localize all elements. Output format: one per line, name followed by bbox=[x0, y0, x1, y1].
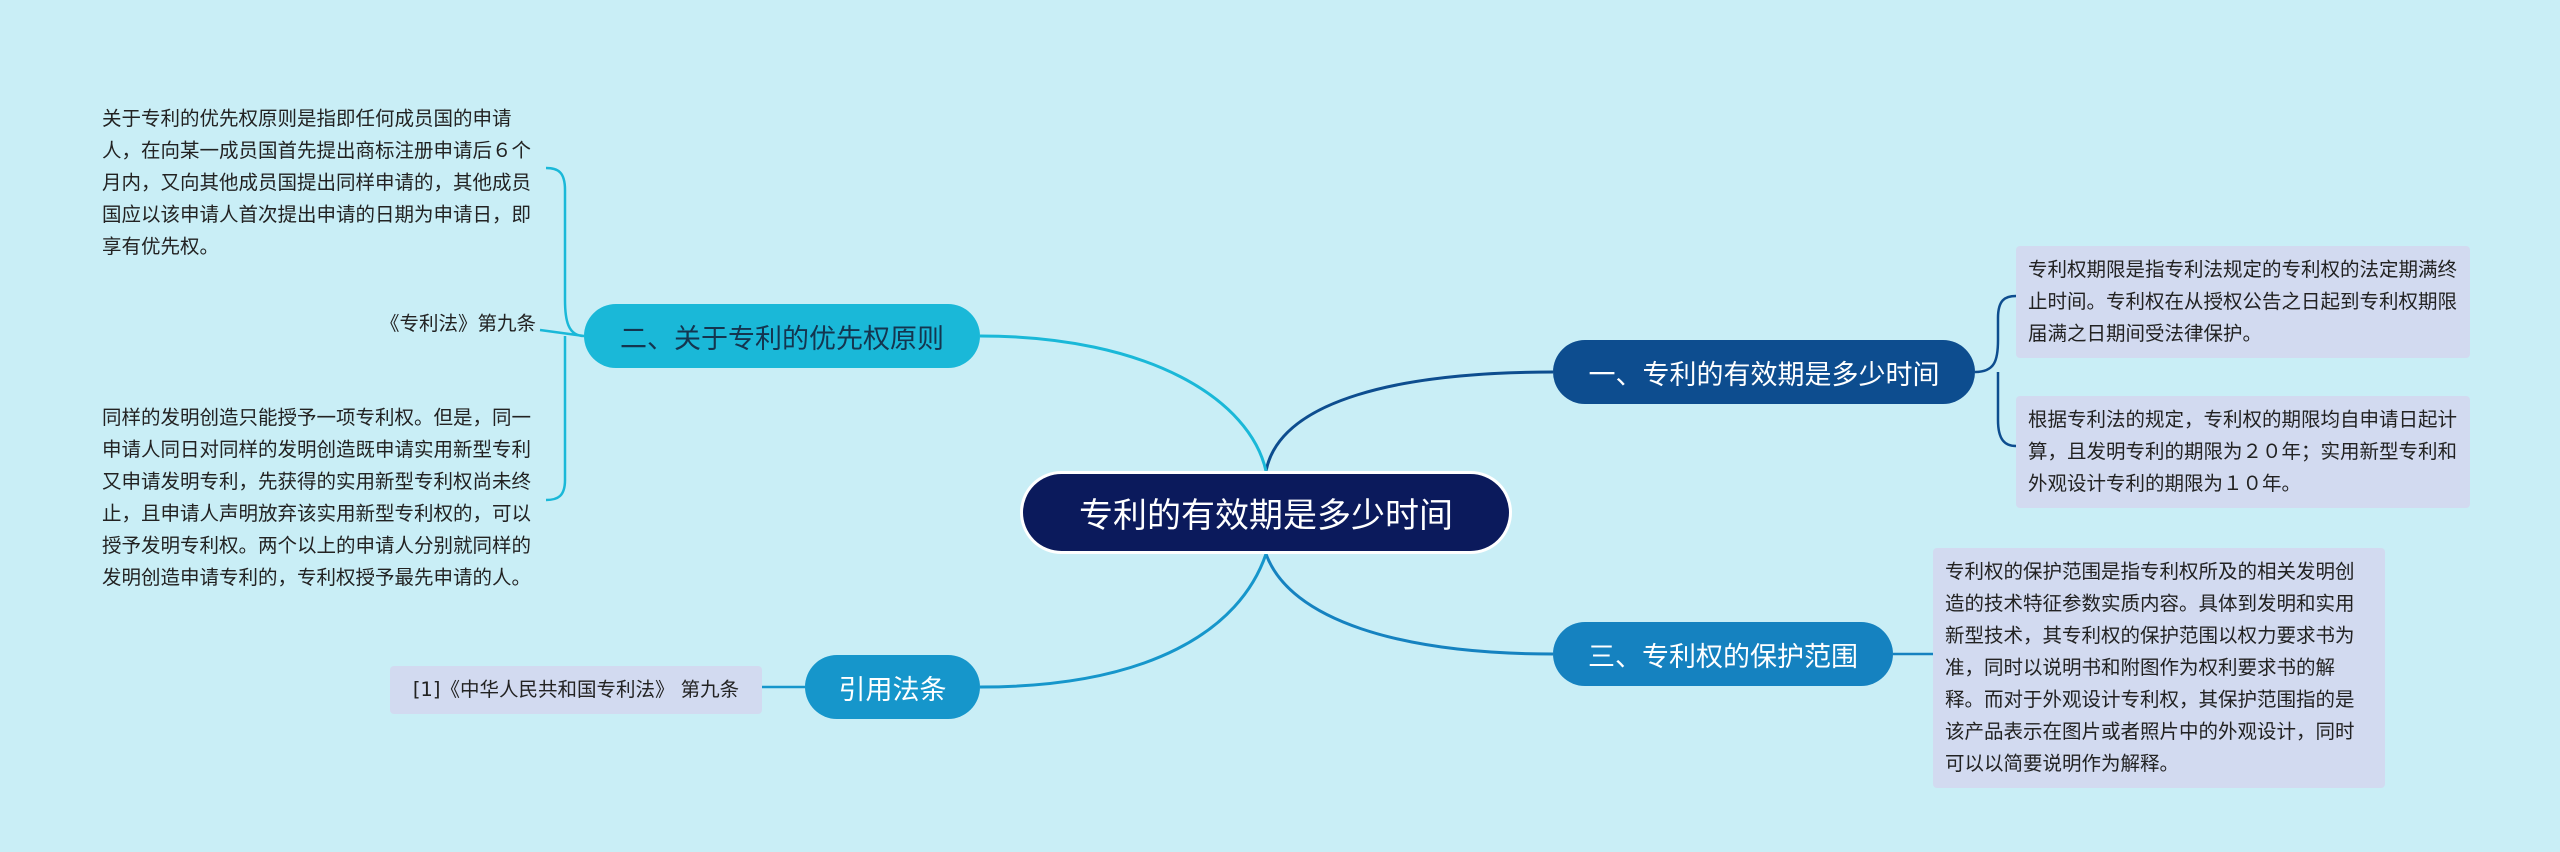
connector-b1-leaves bbox=[1974, 294, 2017, 448]
root-topic[interactable]: 专利的有效期是多少时间 bbox=[1020, 471, 1512, 554]
branch-priority-principle[interactable]: 二、关于专利的优先权原则 bbox=[584, 304, 980, 368]
branch-protection-scope[interactable]: 三、专利权的保护范围 bbox=[1553, 622, 1893, 686]
leaf-period-definition: 专利权期限是指专利法规定的专利权的法定期满终止时间。专利权在从授权公告之日起到专… bbox=[2016, 246, 2470, 358]
leaf-period-duration: 根据专利法的规定，专利权的期限均自申请日起计算，且发明专利的期限为２０年；实用新… bbox=[2016, 396, 2470, 508]
leaf-priority-definition: 关于专利的优先权原则是指即任何成员国的申请人，在向某一成员国首先提出商标注册申请… bbox=[102, 107, 532, 258]
connector-root-b4 bbox=[979, 553, 1268, 689]
leaf-patent-law-article-9: 《专利法》第九条 bbox=[379, 312, 536, 335]
connector-root-b1 bbox=[1264, 370, 1554, 472]
leaf-protection-scope: 专利权的保护范围是指专利权所及的相关发明创造的技术特征参数实质内容。具体到发明和… bbox=[1933, 548, 2385, 788]
leaf-same-invention-rule: 同样的发明创造只能授予一项专利权。但是，同一申请人同日对同样的发明创造既申请实用… bbox=[102, 406, 532, 589]
branch-validity-period[interactable]: 一、专利的有效期是多少时间 bbox=[1553, 340, 1975, 404]
connector-root-b3 bbox=[1264, 553, 1554, 656]
connector-root-b2 bbox=[979, 334, 1268, 472]
branch-cited-law[interactable]: 引用法条 bbox=[805, 655, 980, 719]
leaf-cited-law: [1]《中华人民共和国专利法》 第九条 bbox=[390, 666, 762, 714]
connector-b2-leaves bbox=[539, 166, 585, 502]
